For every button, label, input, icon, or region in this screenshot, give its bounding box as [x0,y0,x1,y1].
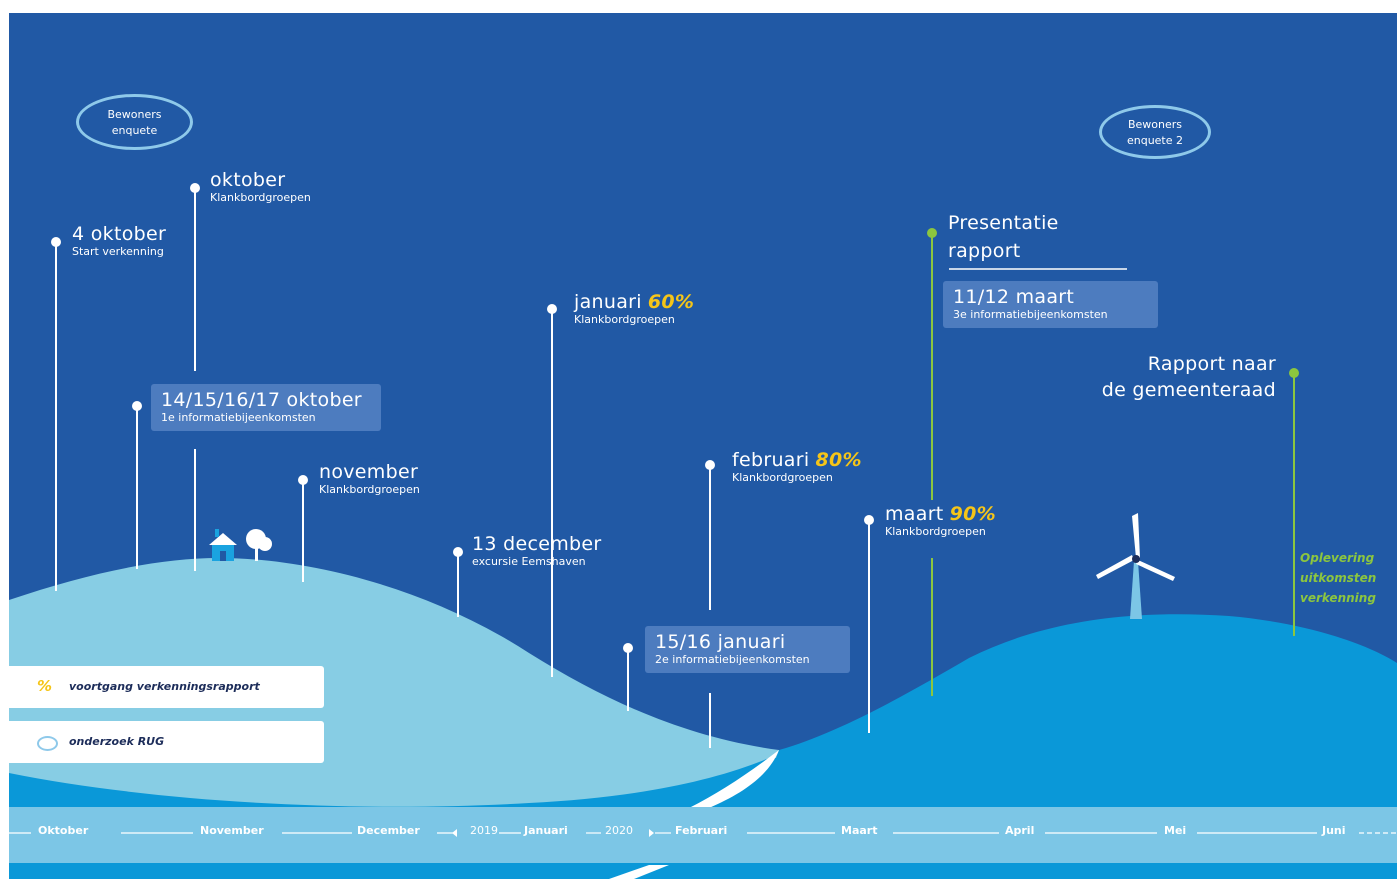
event-oktober: oktober Klankbordgroepen [210,169,311,205]
year-2019: 2019 [470,824,498,837]
event-line1: Rapport naar [1147,353,1276,375]
month-oktober: Oktober [38,824,89,837]
event-title: 13 december [472,533,602,555]
event-11-12-maart: 11/12 maart 3e informatiebijeenkomsten [943,281,1158,328]
event-oplevering: Oplevering uitkomsten verkenning [1300,548,1376,608]
timeline-band [9,807,1397,863]
event-title: 4 oktober [72,223,167,245]
ellipse-line2: enquete 2 [1126,134,1184,147]
month-december: December [357,824,420,837]
event-sub: 3e informatiebijeenkomsten [953,308,1108,321]
month-april: April [1005,824,1035,837]
landscape-background [9,183,1397,879]
event-title: 15/16 januari [655,631,786,653]
legend-progress-label: voortgang verkenningsrapport [69,680,260,693]
event-title: 14/15/16/17 oktober [161,389,362,411]
bewoners-enquete-ellipse: Bewoners enquete [76,94,193,150]
event-sub: Klankbordgroepen [210,191,311,204]
percent-icon: % [37,677,53,695]
ellipse-line1: Bewoners [1127,118,1183,131]
month-juni: Juni [1322,824,1346,837]
progress-percent: 80% [815,449,862,471]
arrow-left-icon [452,829,457,837]
event-title: 11/12 maart [953,286,1075,308]
timeline-diagram: Bewoners enquete Bewoners enquete 2 4 ok… [9,13,1397,879]
progress-percent: 60% [647,291,695,313]
hill-light [9,558,779,879]
event-title: november [319,461,419,483]
legend-research-label: onderzoek RUG [69,735,165,748]
event-november: november Klankbordgroepen [319,461,420,497]
month-maart: Maart [841,824,878,837]
progress-percent: 90% [949,503,996,525]
event-presentatie-rapport: Presentatie rapport [948,209,1059,264]
event-title: maart [885,503,944,525]
ellipse-icon [37,736,58,751]
wind-turbine-icon [1096,513,1175,619]
month-november: November [200,824,264,837]
event-title: januari [574,291,642,313]
month-februari: Februari [675,824,728,837]
timeline: Oktober November December 2019 Januari 2… [9,824,1397,844]
legend-progress: % voortgang verkenningsrapport [9,666,324,708]
event-sub: Klankbordgroepen [574,313,675,326]
event-line2: de gemeenteraad [1101,379,1276,401]
event-sub: Klankbordgroepen [885,525,986,538]
ellipse-line1: Bewoners [107,108,162,121]
month-mei: Mei [1164,824,1187,837]
house-icon [209,529,272,561]
event-sub: excursie Eemshaven [472,555,586,568]
event-14-17-oktober: 14/15/16/17 oktober 1e informatiebijeenk… [151,384,381,431]
road-lower [609,865,669,879]
markers-green [927,228,1299,696]
event-line2: rapport [948,240,1021,262]
year-2020: 2020 [605,824,633,837]
ellipse-line2: enquete [111,124,158,137]
bewoners-enquete-2-ellipse: Bewoners enquete 2 [1099,105,1211,159]
legend-research: onderzoek RUG [9,721,324,763]
event-title: februari [732,449,810,471]
event-title: oktober [210,169,286,191]
event-13-december: 13 december excursie Eemshaven [472,533,601,569]
month-januari: Januari [524,824,568,837]
arrow-right-icon [649,829,654,837]
event-15-16-januari: 15/16 januari 2e informatiebijeenkomsten [645,626,850,673]
event-sub: 2e informatiebijeenkomsten [655,653,810,666]
event-okt4: 4 oktober Start verkenning [72,223,166,259]
event-rapport-gemeenteraad: Rapport naar de gemeenteraad [1102,351,1276,403]
event-sub: Klankbordgroepen [319,483,420,496]
event-sub: 1e informatiebijeenkomsten [161,411,316,424]
event-line3: verkenning [1300,591,1376,605]
event-line1: Presentatie [948,212,1059,234]
event-line1: Oplevering [1300,551,1375,565]
event-line2: uitkomsten [1300,571,1377,585]
event-sub: Klankbordgroepen [732,471,833,484]
event-sub: Start verkenning [72,245,164,258]
markers-white [51,183,874,748]
